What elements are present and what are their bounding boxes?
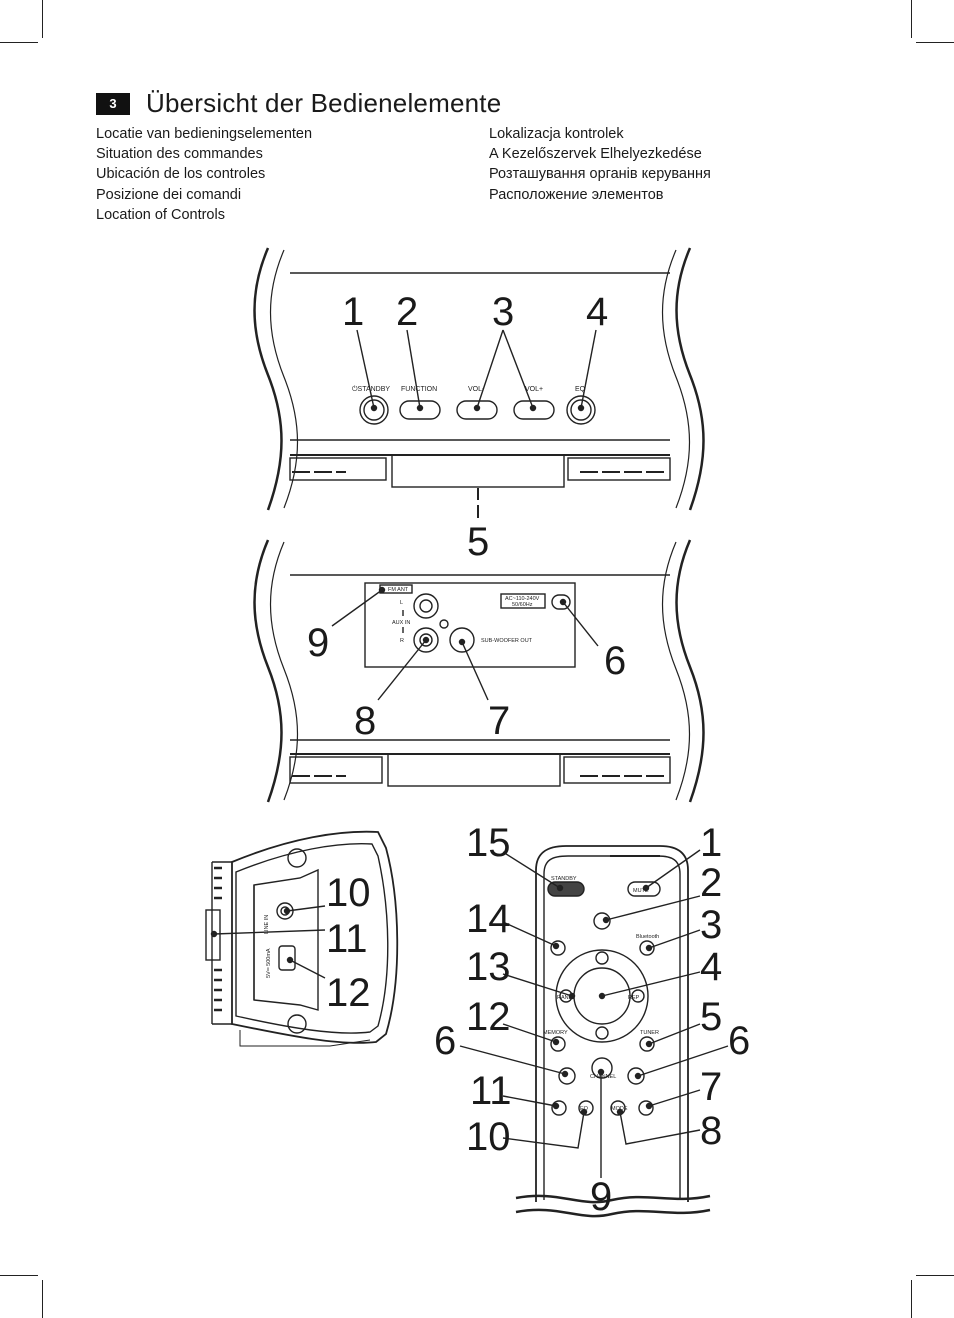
language-heading: Locatie van bedieningselementen xyxy=(96,126,313,142)
crop-mark xyxy=(911,1280,912,1318)
callout-number: 12 xyxy=(326,971,371,1015)
callout-number: 8 xyxy=(354,699,376,743)
remote-random-label: RAND xyxy=(557,995,573,1001)
callout-number: 7 xyxy=(488,699,510,743)
side-panel-labels: LINE IN 5V═ 500mA 10 11 12 xyxy=(264,871,371,1015)
callout-number: 2 xyxy=(396,290,418,334)
language-heading: Location of Controls xyxy=(96,206,225,223)
callout-number: 1 xyxy=(700,821,722,865)
eq-label: EQ xyxy=(575,386,586,393)
usb-rating-label: 5V═ 500mA xyxy=(266,948,272,978)
standby-label: ⏻STANDBY xyxy=(352,385,390,393)
aux-in-label: AUX IN xyxy=(392,620,410,626)
callout-number: 6 xyxy=(604,639,626,683)
callout-number: 10 xyxy=(326,871,371,915)
remote-repeat-label: REP xyxy=(628,995,640,1001)
callout-number: 4 xyxy=(586,290,608,334)
callout-number: 3 xyxy=(492,290,514,334)
language-heading: Розташування органів керування xyxy=(489,166,711,183)
aux-r-label: R xyxy=(400,638,404,644)
callout-number: 4 xyxy=(700,945,722,989)
remote-figure xyxy=(459,845,729,1218)
crop-mark xyxy=(911,0,912,38)
remote-mute-label: MUTE xyxy=(633,888,649,894)
aux-l-label: L xyxy=(400,600,403,606)
crop-mark xyxy=(42,0,43,38)
language-heading: Ubicación de los controles xyxy=(96,166,266,183)
vol-up-label: VOL+ xyxy=(525,386,543,393)
function-label: FUNCTION xyxy=(401,386,437,393)
callout-number: 5 xyxy=(467,520,489,564)
callout-number: 13 xyxy=(466,945,511,989)
power-frequency-label: 50/60Hz xyxy=(512,602,533,608)
callout-number: 7 xyxy=(700,1065,722,1109)
page-title: Übersicht der Bedienelemente xyxy=(146,88,502,118)
side-panel-figure xyxy=(205,830,399,1047)
front-panel-figure xyxy=(253,247,705,518)
remote-labels: STANDBY MUTE Bluetooth MEMORY TUNER CHAN… xyxy=(434,821,750,1219)
callout-number: 2 xyxy=(700,861,722,905)
page-number-badge: 3 xyxy=(96,92,130,115)
callout-number: 5 xyxy=(700,995,722,1039)
power-rating-label: AC~110-240V xyxy=(505,596,540,602)
remote-standby-label: STANDBY xyxy=(551,876,577,882)
front-panel-labels: ⏻STANDBY FUNCTION VOL- VOL+ EQ 1 2 3 4 5 xyxy=(342,290,608,564)
language-heading: Posizione dei comandi xyxy=(96,186,242,203)
remote-tuner-label: TUNER xyxy=(640,1030,659,1036)
remote-channel-label: CHANNEL xyxy=(590,1074,616,1080)
language-heading: A Kezelőszervek Elhelyezkedése xyxy=(489,146,702,163)
remote-eq-label: EQ xyxy=(580,1106,589,1112)
rear-panel-labels: FM ANT L AUX IN R AC~110-240V 50/60Hz SU… xyxy=(307,587,626,743)
callout-number: 11 xyxy=(326,917,368,961)
callout-number: 1 xyxy=(342,290,364,334)
callout-number: 12 xyxy=(466,995,511,1039)
crop-mark xyxy=(0,42,38,43)
line-in-label: LINE IN xyxy=(264,915,270,934)
callout-number: 3 xyxy=(700,903,722,947)
language-heading: Расположение элементов xyxy=(489,186,664,203)
callout-number: 15 xyxy=(466,821,511,865)
rear-panel-figure xyxy=(253,539,705,803)
language-list-left: Locatie van bedieningselementen Situatio… xyxy=(96,124,312,225)
callout-number: 6 xyxy=(434,1019,456,1063)
fm-ant-label: FM ANT xyxy=(388,587,409,593)
crop-mark xyxy=(0,1275,38,1276)
crop-mark xyxy=(916,1275,954,1276)
callout-number: 8 xyxy=(700,1109,722,1153)
callout-number: 9 xyxy=(590,1175,612,1219)
remote-memory-label: MEMORY xyxy=(543,1030,568,1036)
callout-number: 6 xyxy=(728,1019,750,1063)
language-heading: Situation des commandes xyxy=(96,146,263,163)
remote-mode-label: MODE xyxy=(611,1106,628,1112)
language-list-right: Lokalizacja kontrolek A Kezelőszervek El… xyxy=(489,124,711,205)
callout-number: 14 xyxy=(466,897,511,941)
callout-number: 9 xyxy=(307,621,329,665)
section-header: 3 Übersicht der Bedienelemente xyxy=(96,88,501,119)
crop-mark xyxy=(916,42,954,43)
callout-number: 11 xyxy=(470,1069,512,1113)
remote-bluetooth-label: Bluetooth xyxy=(636,934,659,940)
vol-down-label: VOL- xyxy=(468,386,485,393)
crop-mark xyxy=(42,1280,43,1318)
language-heading: Lokalizacja kontrolek xyxy=(489,126,624,142)
subwoofer-label: SUB-WOOFER OUT xyxy=(481,638,533,644)
callout-number: 10 xyxy=(466,1115,511,1159)
